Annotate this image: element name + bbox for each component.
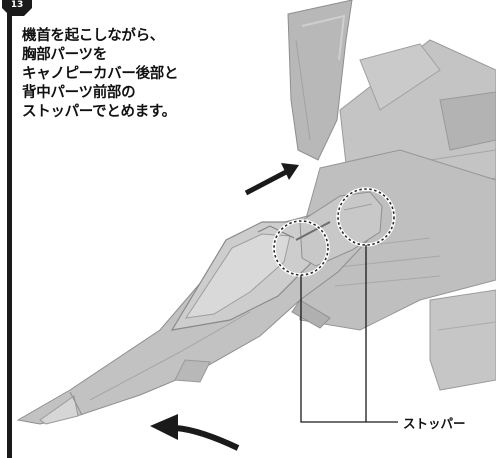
instruction-text: 機首を起こしながら、 胸部パーツを キャノピーカバー後部と 背中パーツ前部の ス…	[22, 27, 179, 122]
instruction-line: 機首を起こしながら、	[22, 28, 164, 44]
arrow-push-up-right-icon	[244, 163, 299, 196]
canopy	[170, 221, 321, 331]
instruction-line: 背中パーツ前部の	[22, 85, 136, 101]
lower-block	[429, 289, 496, 391]
stopper-callout-label: ストッパー	[403, 416, 466, 431]
arrow-rotate-up-icon	[150, 414, 240, 451]
instruction-line: ストッパーでとめます。	[22, 104, 176, 120]
instruction-line: キャノピーカバー後部と	[22, 66, 179, 82]
instruction-line: 胸部パーツを	[22, 47, 107, 63]
left-margin-rule	[7, 0, 12, 458]
tail-fin	[287, 0, 353, 161]
highlight-circle-back-stopper-dots	[337, 188, 395, 246]
step-number: 13	[10, 0, 24, 10]
